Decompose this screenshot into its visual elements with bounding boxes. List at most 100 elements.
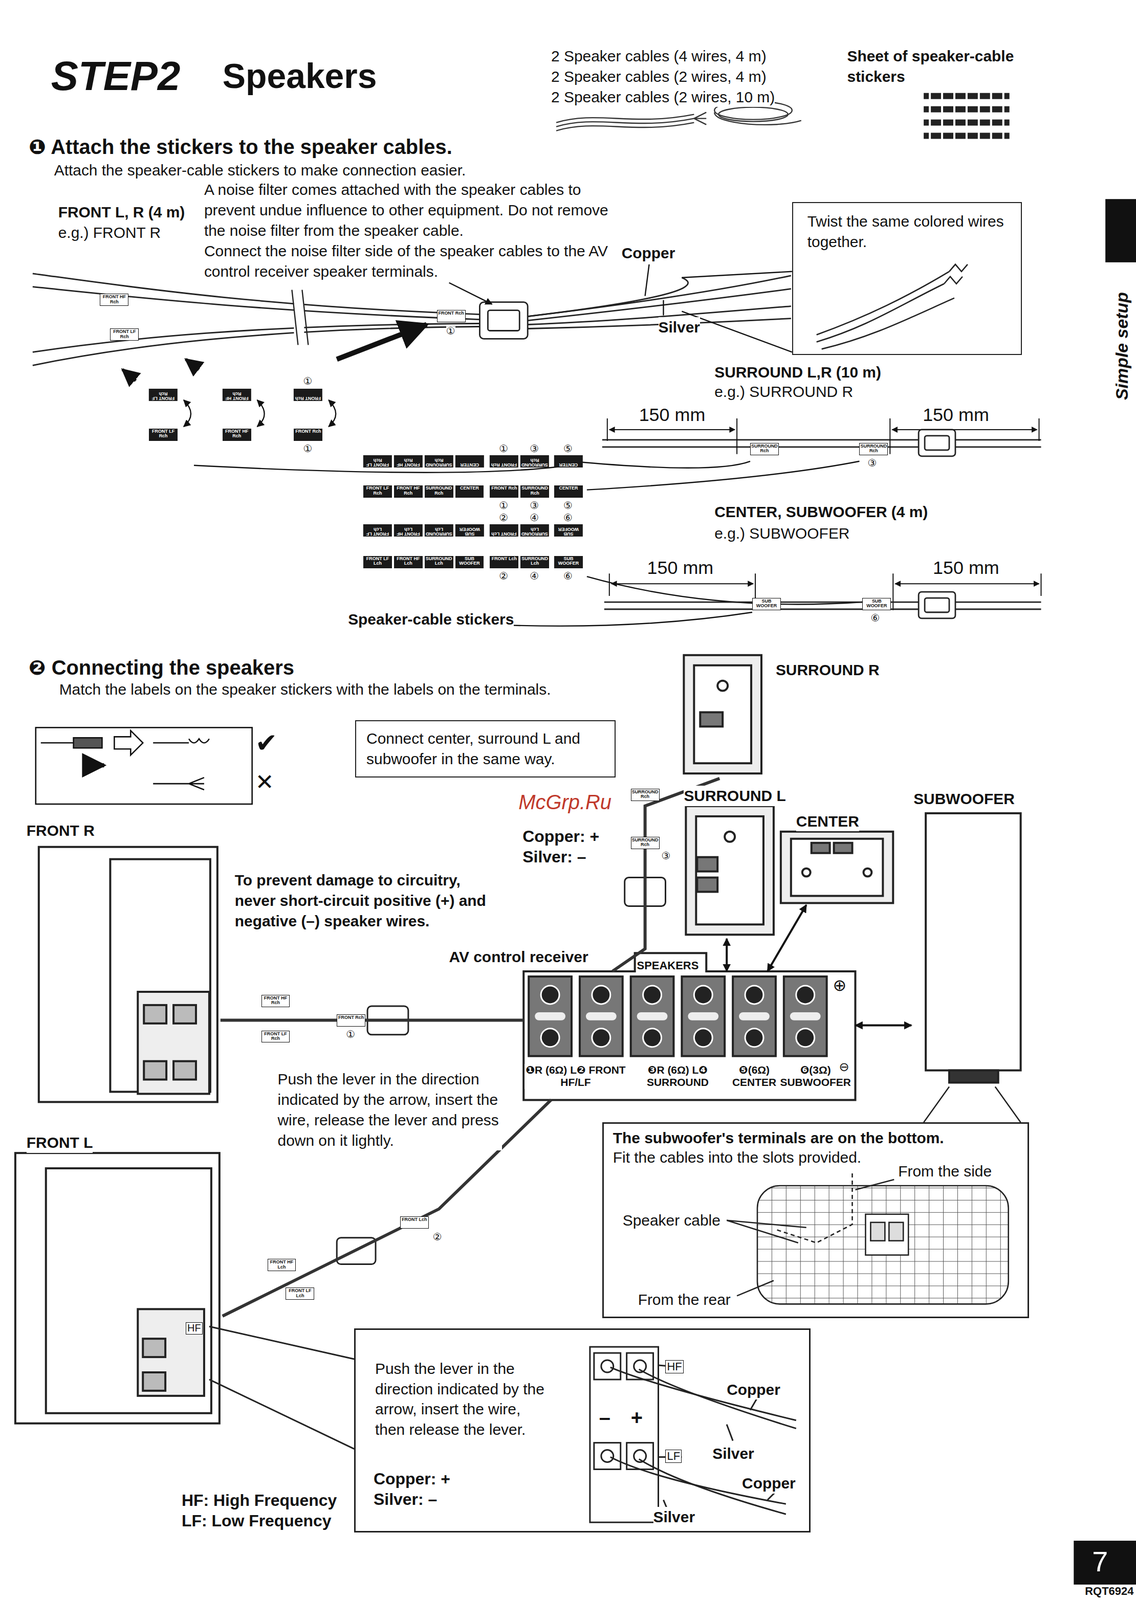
cable-sticker: FRONT Rch — [293, 388, 323, 402]
leader-lines-part — [662, 300, 664, 316]
attach-arrows-part — [328, 400, 336, 427]
speakers-part — [700, 712, 723, 727]
leader-lines-part — [489, 612, 753, 627]
wire-tip-box — [35, 727, 253, 805]
speakers-part — [683, 655, 762, 774]
cable-icons-part — [556, 114, 694, 123]
callout-number: ① — [498, 500, 509, 512]
wire-tip-box-part — [35, 727, 253, 805]
text-label: FRONT L, R (4 m) — [58, 202, 186, 223]
cable-icons-part — [693, 112, 707, 125]
cable-icons-part — [714, 112, 802, 125]
callout-number: ① — [302, 444, 313, 455]
front-cable-part — [527, 277, 688, 317]
dimension-lines-part — [894, 583, 1039, 585]
wire-tip-box-part — [114, 730, 143, 756]
callout-number: ⑥ — [563, 513, 573, 524]
surround-cable — [602, 429, 1042, 457]
receiver-panel-part-part — [540, 986, 560, 1005]
node-heading: FRONT L — [26, 1132, 94, 1154]
receiver-panel-part-part — [796, 986, 815, 1005]
speakers — [15, 655, 1021, 1425]
cable-sticker: SURROUND Rch — [859, 443, 888, 456]
cable-sticker: FRONT Lch — [489, 556, 519, 569]
twisted-wires-part — [944, 264, 968, 284]
receiver-terminal-panel: AV control receiverSPEAKERS — [523, 971, 856, 1101]
cable-sticker: SUB WOOFER — [455, 524, 485, 537]
connection-arrow — [767, 905, 807, 972]
wire-tip-box-part — [83, 763, 105, 768]
callout-number: ① — [498, 444, 509, 455]
cable-sticker: FRONT LF Lch — [363, 524, 392, 537]
text-label: Speaker cable — [622, 1210, 721, 1232]
leader-lines — [193, 264, 863, 627]
callout-number: ③ — [529, 500, 539, 512]
receiver-panel-part-part — [687, 1012, 719, 1021]
callout-number: ① — [345, 1030, 356, 1041]
callout-number: ② — [432, 1232, 443, 1243]
twisted-wires — [816, 264, 968, 350]
text-label: – — [599, 1404, 611, 1432]
terminal-closeup-part — [594, 1353, 621, 1381]
text-label: SURROUND L,R (10 m) — [714, 362, 882, 383]
subwoofer-cable — [604, 592, 1042, 619]
text-label: Silver — [653, 1507, 695, 1528]
cable-sticker: FRONT Rch — [489, 485, 519, 498]
front-cable — [32, 273, 792, 366]
speakers-part — [46, 1168, 212, 1414]
text-label: To prevent damage to circuitry, never sh… — [234, 870, 506, 932]
cable-sticker: FRONT LF Rch — [363, 455, 392, 468]
twisted-wires-part — [821, 298, 955, 350]
receiver-panel-part-part — [643, 1029, 662, 1048]
leader-lines-part — [586, 576, 863, 605]
speakers-part — [949, 1071, 999, 1084]
cable-sticker: FRONT Rch — [336, 1014, 366, 1028]
callout-number: ② — [498, 513, 509, 524]
receiver-panel-part-part — [693, 1029, 713, 1048]
receiver-panel-part-part — [540, 1029, 560, 1048]
text-label: Copper — [621, 243, 676, 264]
dimension-lines — [607, 418, 1042, 611]
speakers-part — [143, 1061, 167, 1081]
subwoofer-bottom-view-part — [888, 1222, 904, 1242]
cable-sticker: FRONT HF Rch — [222, 428, 252, 442]
cable-sticker: SURROUND Rch — [520, 455, 550, 468]
cable-sticker: FRONT Lch — [400, 1216, 429, 1230]
node-heading: CENTER — [796, 811, 860, 833]
receiver-panel-part-part — [592, 1029, 611, 1048]
subwoofer-bottom-view-part — [923, 1086, 1021, 1123]
cable-sticker: FRONT HF Lch — [267, 1259, 297, 1272]
leader-lines-part — [681, 271, 792, 278]
cable-sticker: FRONT HF Rch — [394, 455, 423, 468]
receiver-panel-part-part — [534, 1012, 566, 1021]
text-label: From the rear — [638, 1290, 731, 1311]
surround-cable-part — [924, 435, 950, 451]
text-label: Speaker-cable stickers — [347, 609, 514, 630]
node-heading: The subwoofer's terminals are on the bot… — [613, 1128, 1022, 1149]
receiver-panel-part — [534, 1012, 821, 1021]
callout-number: ③ — [529, 444, 539, 455]
text-label: ❶ Attach the stickers to the speaker cab… — [28, 133, 453, 161]
receiver-panel-part — [732, 976, 776, 1057]
terminal-closeup-part — [209, 1326, 355, 1450]
text-label: Connect the noise filter side of the spe… — [204, 241, 618, 282]
leader-lines-part — [586, 461, 860, 491]
wire-tip-box-part — [73, 737, 103, 749]
leader-lines-part — [645, 264, 650, 297]
twisted-wires-part — [816, 284, 945, 343]
text-label: Silver: – — [373, 1489, 438, 1511]
text-label: ✔ — [255, 725, 278, 761]
node-text: Fit the cables into the slots provided. — [613, 1147, 1022, 1169]
receiver-panel-part-part — [592, 986, 611, 1005]
text-label: McGrp.Ru — [518, 789, 612, 817]
speakers-part — [142, 1339, 166, 1358]
speakers-part — [780, 832, 893, 904]
cable-sticker: SUB WOOFER — [752, 598, 781, 611]
subwoofer-bottom-view-part — [726, 1180, 894, 1297]
receiver-panel-part-part — [643, 986, 662, 1005]
cable-sticker: CENTER — [554, 485, 583, 498]
node-heading: Push the lever in the direction indicate… — [375, 1359, 554, 1441]
text-label: Match the labels on the speaker stickers… — [59, 679, 552, 701]
subwoofer-bottom-view-part — [775, 1173, 853, 1244]
callout-number: ③ — [867, 458, 877, 469]
